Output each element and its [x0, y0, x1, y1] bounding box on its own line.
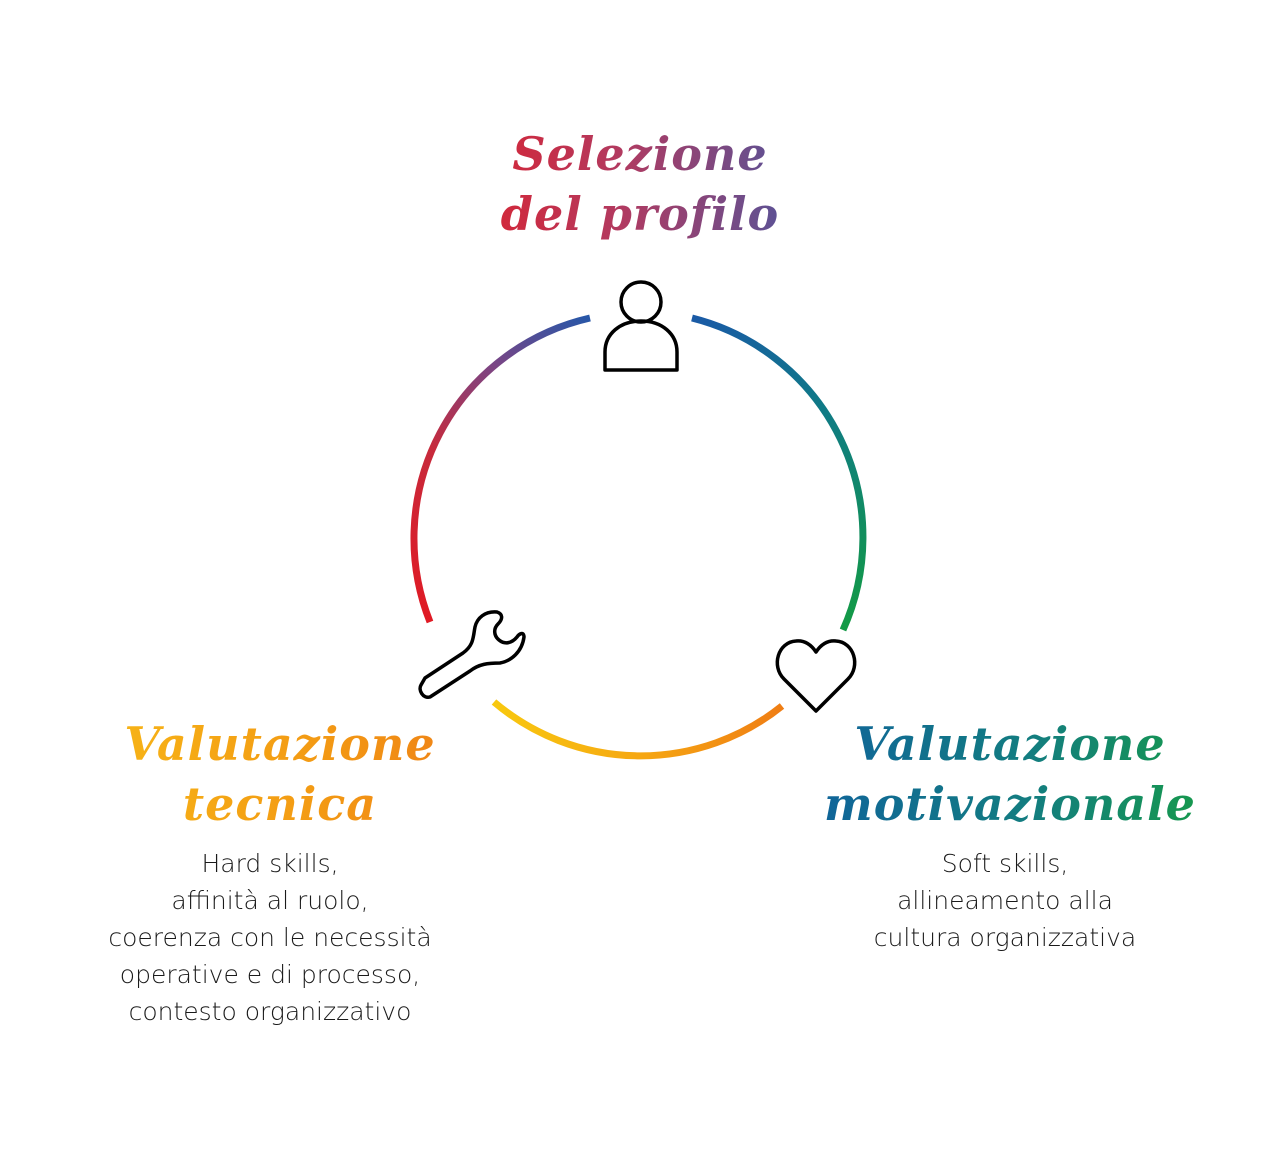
- wrench-icon: [418, 610, 526, 700]
- technical-description-line: Hard skills,: [201, 849, 339, 878]
- selection-title-line-2: del profilo: [500, 187, 780, 241]
- arc-selection-to-motivational: [691, 314, 867, 632]
- motivational-description-line: allineamento alla: [897, 886, 1113, 915]
- motivational-description: Soft skills, allineamento alla cultura o…: [810, 845, 1200, 956]
- motivational-description-line: Soft skills,: [941, 849, 1069, 878]
- technical-title-line-1: Valutazione: [124, 717, 436, 771]
- technical-description-line: coerenza con le necessità: [108, 923, 432, 952]
- arc-technical-to-selection: [410, 314, 591, 624]
- motivational-description-line: cultura organizzativa: [873, 923, 1137, 952]
- motivational-title-line-2: motivazionale: [824, 777, 1196, 831]
- arc-motivational-to-technical: [491, 699, 785, 760]
- selection-title: Selezione del profilo: [440, 124, 840, 244]
- technical-description: Hard skills, affinità al ruolo, coerenza…: [70, 845, 470, 1030]
- technical-title: Valutazione tecnica: [100, 714, 460, 834]
- technical-description-line: contesto organizzativo: [128, 997, 412, 1026]
- heart-icon: [775, 639, 857, 713]
- person-icon: [603, 280, 679, 372]
- motivational-title: Valutazione motivazionale: [815, 714, 1205, 834]
- technical-description-line: affinità al ruolo,: [171, 886, 369, 915]
- technical-title-line-2: tecnica: [182, 777, 378, 831]
- selection-title-line-1: Selezione: [512, 127, 768, 181]
- motivational-title-line-1: Valutazione: [854, 717, 1166, 771]
- technical-description-line: operative e di processo,: [119, 960, 421, 989]
